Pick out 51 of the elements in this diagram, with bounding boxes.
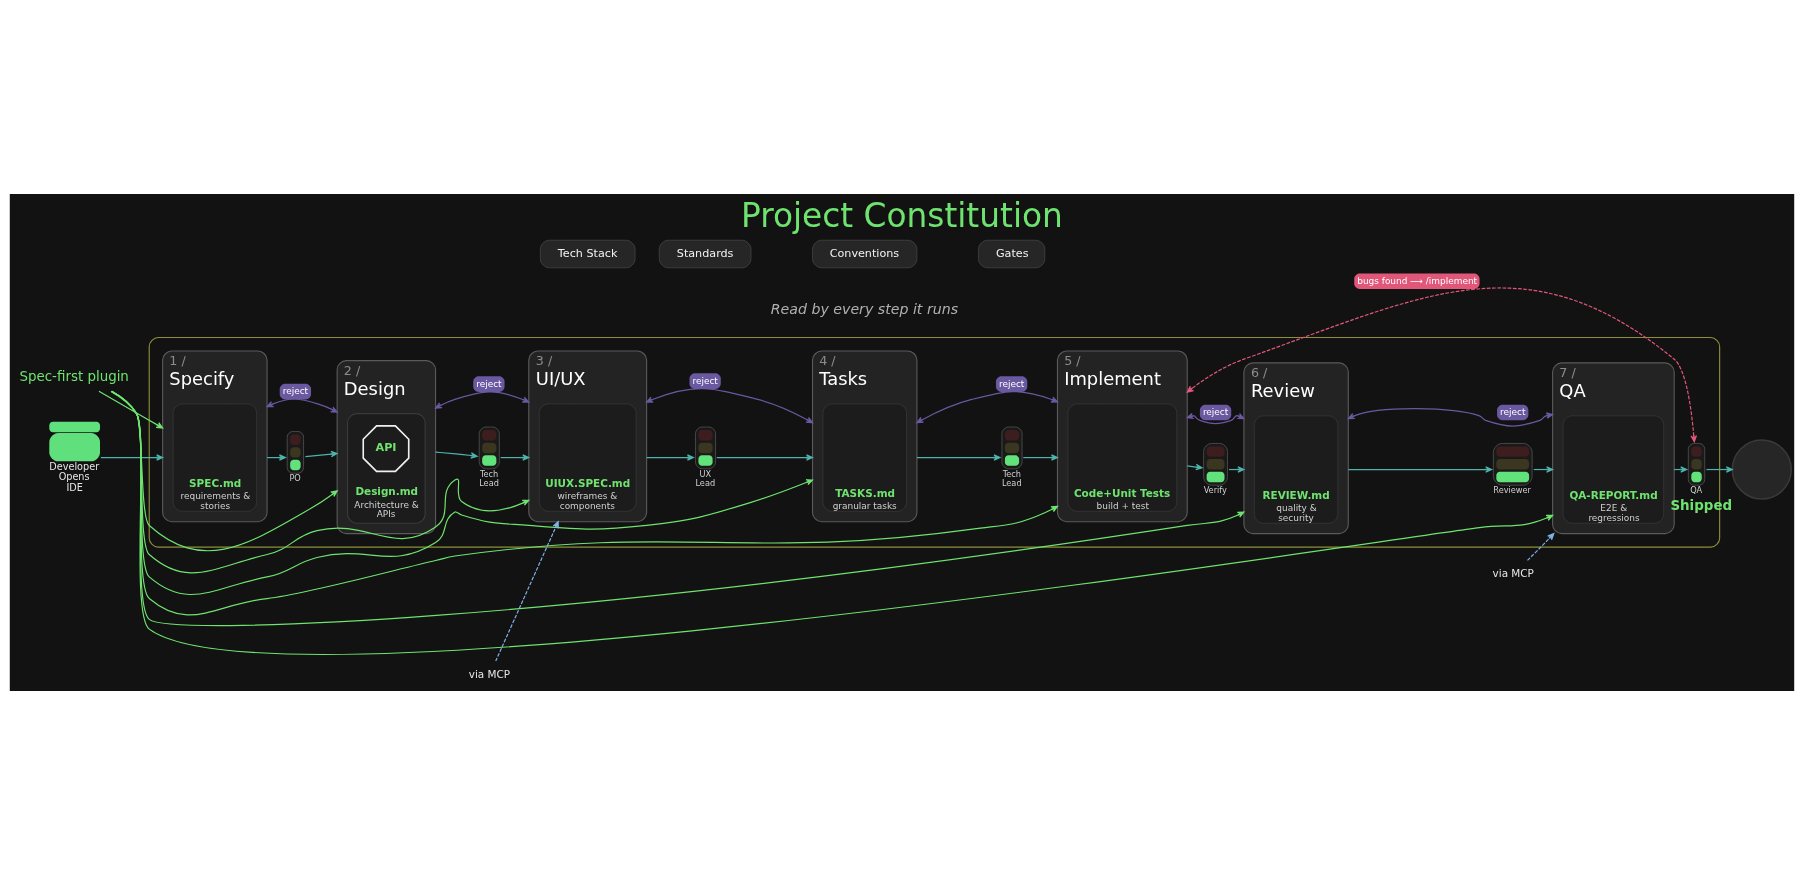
arrow [266, 397, 338, 413]
arrow [111, 390, 814, 595]
node-circle [1731, 438, 1792, 500]
edge-label: reject [1500, 406, 1526, 417]
node-box: Gates [978, 239, 1046, 268]
arrow [646, 453, 695, 461]
node-label: UX Lead [695, 468, 716, 488]
node-text: via MCP [468, 667, 511, 680]
edge-label: reject [282, 385, 309, 396]
arrow [1186, 412, 1245, 424]
node-box: Standards [658, 239, 752, 268]
arrow [1347, 407, 1554, 427]
edge-label: reject [1202, 406, 1229, 417]
node-label: QA [1690, 484, 1703, 495]
arrow [111, 390, 1554, 654]
edge-label: reject [692, 375, 718, 386]
edge-label: bugs found ⟶ /implement [1357, 275, 1478, 286]
arrow [500, 453, 530, 461]
node-label: Verify [1203, 484, 1227, 495]
node-text: Spec-first plugin [19, 368, 129, 384]
node-box: Tech Stack [539, 239, 636, 268]
arrow [716, 453, 814, 461]
arrow [98, 390, 164, 429]
arrow [1022, 453, 1059, 461]
arrow [434, 451, 478, 459]
label: Read by every step it runs [770, 300, 959, 317]
arrow [100, 453, 164, 461]
node-text: via MCP [1492, 566, 1534, 579]
arrow [916, 390, 1059, 423]
arrow [1526, 532, 1555, 561]
arrow [1705, 465, 1733, 473]
diagram-title: Project Constitution [740, 196, 1063, 235]
node-label: Tech Lead [1001, 468, 1022, 488]
node-label: PO [289, 472, 301, 483]
arrow [111, 390, 1059, 615]
edge-label: reject [476, 378, 502, 389]
arrow [1347, 465, 1493, 473]
arrow [1186, 286, 1698, 442]
node-label: Tech Lead [479, 468, 499, 488]
arrow [304, 450, 338, 457]
edge-label: reject [998, 378, 1025, 389]
arrow [916, 453, 1001, 461]
arrow [111, 390, 1245, 626]
node-label: Developer Opens IDE [49, 460, 100, 493]
arrow [646, 387, 814, 423]
arrow [1186, 463, 1203, 470]
arrow [495, 520, 559, 662]
node-box: Conventions [812, 239, 918, 268]
node-label: Reviewer [1493, 484, 1531, 495]
arrow [434, 390, 530, 409]
arrow [110, 390, 338, 551]
